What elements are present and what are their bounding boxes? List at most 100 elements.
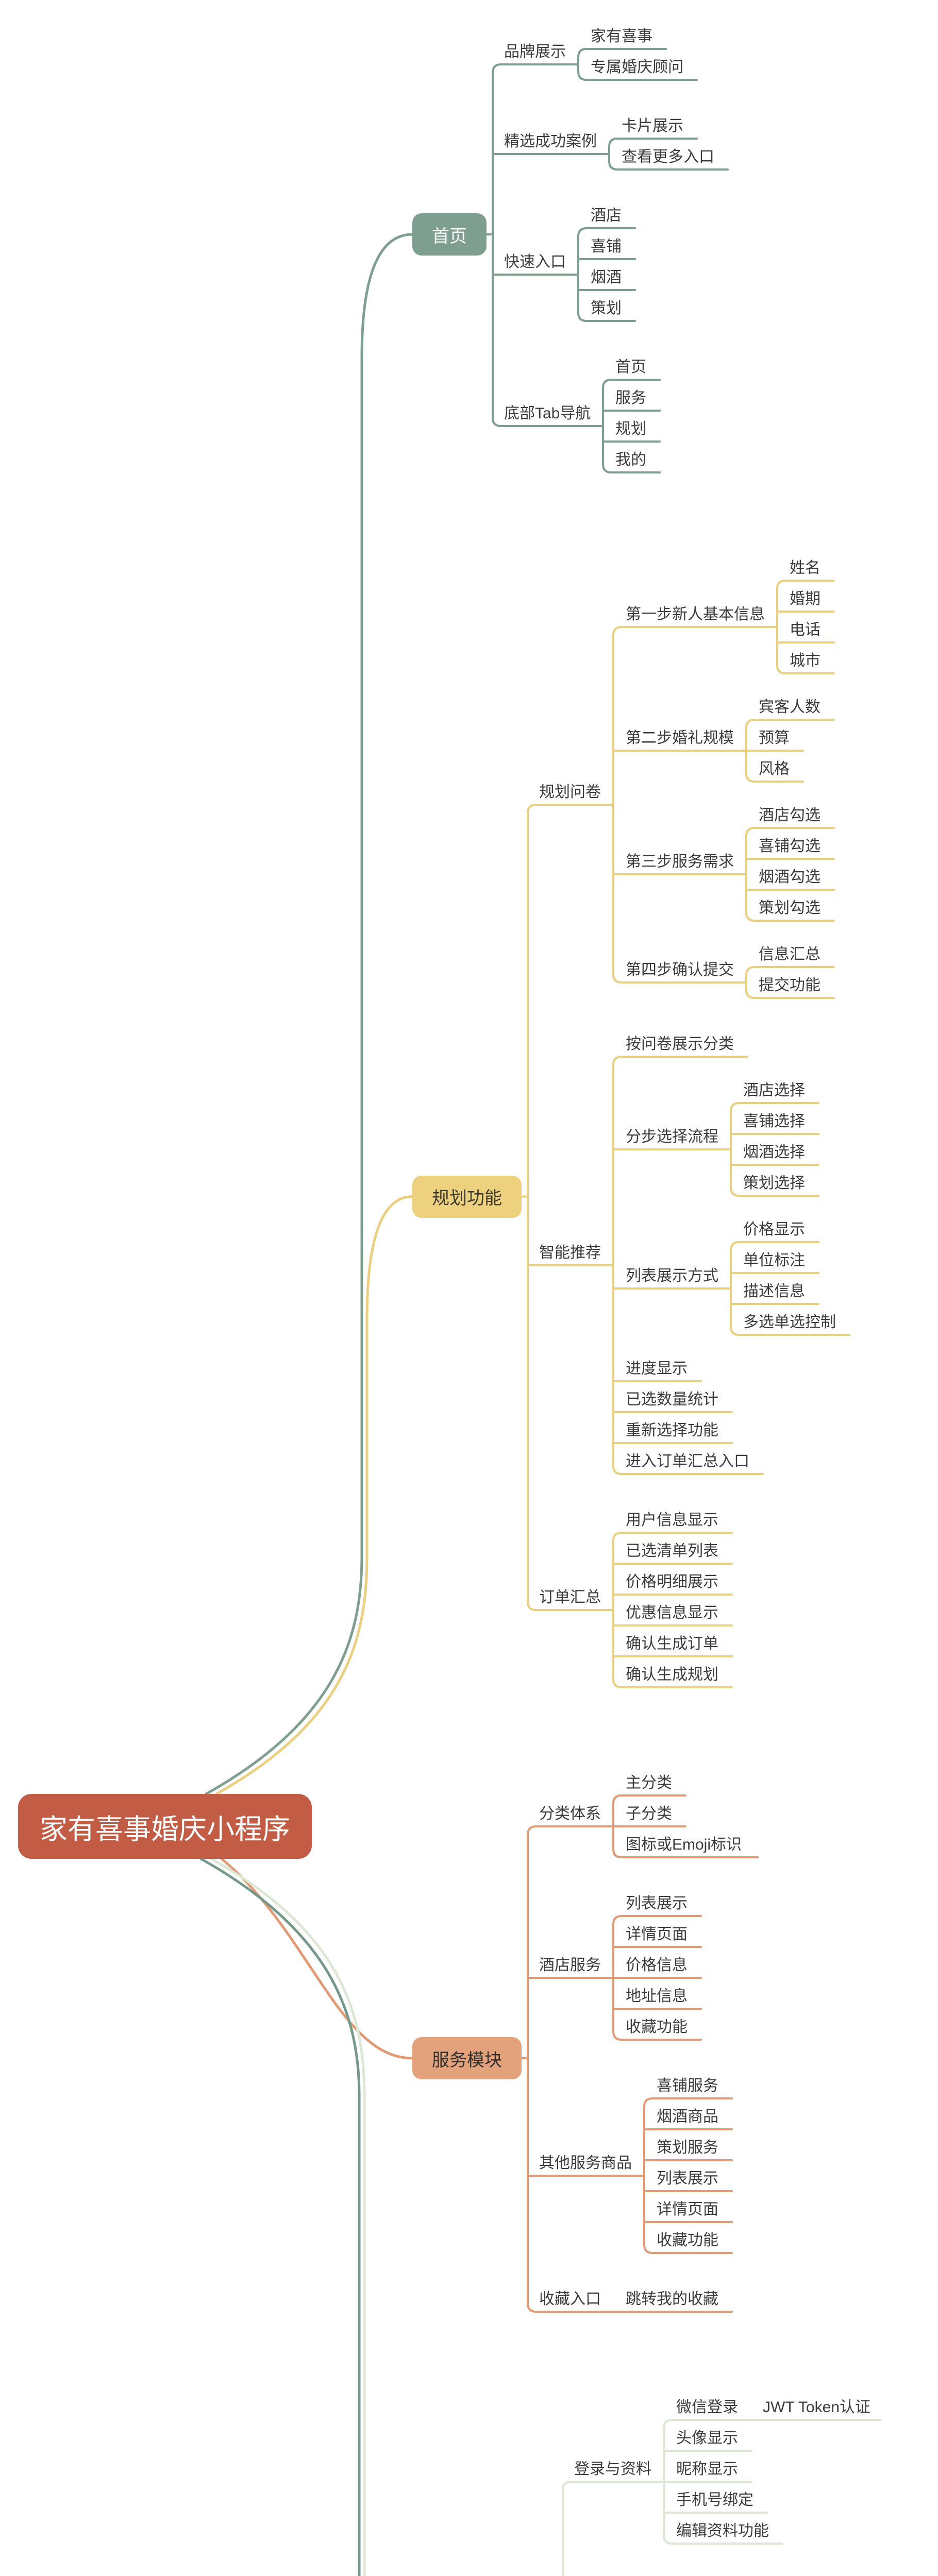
connector-path <box>577 48 588 81</box>
topic-node[interactable]: 价格明细展示 <box>626 1573 718 1590</box>
topic-node[interactable]: 主分类 <box>626 1774 672 1791</box>
topic-node[interactable]: 专属婚庆顾问 <box>591 59 683 76</box>
topic-node[interactable]: 头像显示 <box>676 2430 738 2447</box>
topic-node[interactable]: 姓名 <box>790 560 820 577</box>
topic-node[interactable]: 详情页面 <box>657 2201 718 2218</box>
topic-node[interactable]: 收藏功能 <box>657 2232 718 2249</box>
topic-node[interactable]: 重新选择功能 <box>626 1422 718 1439</box>
topic-node[interactable]: 家有喜事 <box>591 28 652 45</box>
topic-node[interactable]: 查看更多入口 <box>622 148 714 165</box>
topic-node[interactable]: 快速入口 <box>504 253 566 270</box>
topic-node[interactable]: 提交功能 <box>759 977 820 994</box>
topic-node[interactable]: 酒店勾选 <box>759 807 820 824</box>
topic-node[interactable]: 已选清单列表 <box>626 1543 718 1560</box>
topic-node[interactable]: 烟酒选择 <box>743 1144 805 1161</box>
topic-node[interactable]: 分类体系 <box>539 1805 601 1822</box>
topic-node[interactable]: 烟酒商品 <box>657 2108 718 2125</box>
topic-node[interactable]: JWT Token认证 <box>763 2399 870 2416</box>
connector-path <box>210 1857 366 2576</box>
topic-node[interactable]: 收藏入口 <box>539 2291 601 2308</box>
topic-node[interactable]: 喜铺勾选 <box>759 838 820 855</box>
topic-node[interactable]: 列表展示 <box>657 2170 718 2187</box>
connector-path <box>199 1857 361 2576</box>
topic-node[interactable]: 已选数量统计 <box>626 1391 718 1408</box>
topic-node[interactable]: 微信登录 <box>676 2399 738 2416</box>
topic-node[interactable]: 婚期 <box>790 590 820 607</box>
topic-node[interactable]: 服务 <box>615 389 646 406</box>
topic-node[interactable]: 编辑资料功能 <box>676 2522 769 2539</box>
topic-node[interactable]: 策划服务 <box>657 2139 718 2156</box>
topic-node[interactable]: 喜铺 <box>591 238 622 255</box>
topic-node[interactable]: 手机号绑定 <box>676 2492 753 2509</box>
topic-node[interactable]: 信息汇总 <box>759 946 820 963</box>
topic-node[interactable]: 列表展示 <box>626 1895 688 1912</box>
topic-node[interactable]: 第三步服务需求 <box>626 853 734 870</box>
topic-node[interactable]: 优惠信息显示 <box>626 1604 718 1621</box>
topic-node[interactable]: 精选成功案例 <box>504 133 597 150</box>
topic-node[interactable]: 登录与资料 <box>574 2461 651 2478</box>
topic-node[interactable]: 子分类 <box>626 1805 672 1822</box>
topic-node[interactable]: 收藏功能 <box>626 2019 688 2036</box>
topic-node[interactable]: 价格信息 <box>626 1957 688 1974</box>
topic-node[interactable]: 图标或Emoji标识 <box>626 1836 742 1853</box>
topic-node[interactable]: 策划选择 <box>743 1175 805 1192</box>
branch-node-2[interactable]: 服务模块 <box>412 2037 522 2079</box>
topic-node[interactable]: 喜铺选择 <box>743 1113 805 1130</box>
connector-path <box>608 138 618 171</box>
topic-node[interactable]: 跳转我的收藏 <box>626 2291 718 2308</box>
topic-node[interactable]: 价格显示 <box>743 1221 805 1238</box>
topic-node[interactable]: 多选单选控制 <box>743 1314 836 1331</box>
topic-node[interactable]: 列表展示方式 <box>626 1267 718 1284</box>
topic-node[interactable]: 城市 <box>790 652 820 669</box>
topic-node[interactable]: 我的 <box>615 451 646 468</box>
topic-node[interactable]: 首页 <box>615 359 646 376</box>
topic-node[interactable]: 详情页面 <box>626 1926 688 1943</box>
topic-node[interactable]: 规划 <box>615 420 646 437</box>
topic-node[interactable]: 卡片展示 <box>622 117 683 134</box>
topic-node[interactable]: 昵称显示 <box>676 2461 738 2478</box>
topic-node[interactable]: 单位标注 <box>743 1252 805 1269</box>
topic-node[interactable]: 订单汇总 <box>539 1589 601 1606</box>
topic-node[interactable]: 地址信息 <box>626 1988 688 2005</box>
connector-path <box>562 2481 572 2576</box>
connector-path <box>730 1241 740 1336</box>
topic-node[interactable]: 酒店 <box>591 207 622 224</box>
root-node[interactable]: 家有喜事婚庆小程序 <box>18 1794 312 1859</box>
topic-node[interactable]: 预算 <box>759 730 790 747</box>
branch-node-1[interactable]: 规划功能 <box>412 1175 522 1218</box>
topic-node[interactable]: 风格 <box>759 760 790 777</box>
topic-node[interactable]: 酒店选择 <box>743 1082 805 1099</box>
connector-path <box>776 580 786 674</box>
topic-node[interactable]: 描述信息 <box>743 1283 805 1300</box>
connector-path <box>730 1102 740 1197</box>
topic-node[interactable]: 分步选择流程 <box>626 1128 718 1145</box>
topic-node[interactable]: 烟酒 <box>591 269 622 286</box>
connector-path <box>492 63 502 427</box>
topic-node[interactable]: 品牌展示 <box>504 43 566 60</box>
topic-node[interactable]: 喜铺服务 <box>657 2077 718 2094</box>
topic-node[interactable]: 电话 <box>790 621 820 638</box>
topic-node[interactable]: 确认生成订单 <box>626 1635 718 1652</box>
topic-node[interactable]: 用户信息显示 <box>626 1512 718 1529</box>
topic-node[interactable]: 策划勾选 <box>759 900 820 917</box>
topic-node[interactable]: 规划问卷 <box>539 784 601 801</box>
topic-node[interactable]: 进入订单汇总入口 <box>626 1453 749 1470</box>
topic-node[interactable]: 第一步新人基本信息 <box>626 606 765 623</box>
connector-path <box>643 2097 654 2254</box>
topic-node[interactable]: 宾客人数 <box>759 699 820 716</box>
topic-node[interactable]: 第四步确认提交 <box>626 961 734 978</box>
topic-node[interactable]: 酒店服务 <box>539 1957 601 1974</box>
topic-node[interactable]: 其他服务商品 <box>539 2155 632 2172</box>
topic-node[interactable]: 策划 <box>591 300 622 317</box>
topic-node[interactable]: 确认生成规划 <box>626 1666 718 1683</box>
connector-path <box>612 1532 623 1688</box>
connector-path <box>745 827 756 922</box>
topic-node[interactable]: 烟酒勾选 <box>759 869 820 886</box>
branch-node-0[interactable]: 首页 <box>412 213 487 256</box>
topic-node[interactable]: 底部Tab导航 <box>504 405 591 422</box>
topic-node[interactable]: 第二步婚礼规模 <box>626 730 734 747</box>
topic-node[interactable]: 按问卷展示分类 <box>626 1036 734 1053</box>
topic-node[interactable]: 进度显示 <box>626 1360 688 1377</box>
topic-node[interactable]: 智能推荐 <box>539 1244 601 1261</box>
